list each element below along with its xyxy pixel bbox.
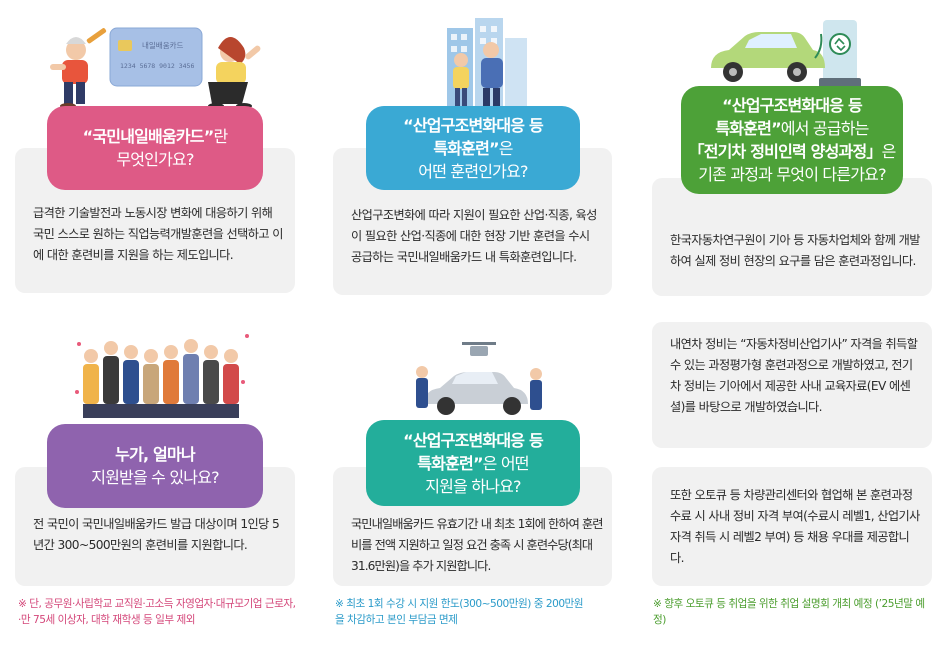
card-people-illustration: 내일배움카드 1234 5678 9012 3456 xyxy=(50,27,261,109)
mechanic-icon xyxy=(416,366,542,410)
answer-text: 전 국민이 국민내일배움카드 발급 대상이며 1인당 5년간 300~500만원… xyxy=(33,517,280,552)
support-note: ※ 최초 1회 수강 시 지원 한도(300~500만원) 중 200만원을 차… xyxy=(335,598,584,626)
detail-text: 내연차 정비는 “자동차정비산업기사” 자격을 취득할 수 있는 과정평가형 훈… xyxy=(670,337,918,414)
ev-car-illustration xyxy=(711,20,861,88)
question-what-is-card: “국민내일배움카드”란 무엇인가요? xyxy=(47,106,263,190)
question-title-line2: 지원받을 수 있나요? xyxy=(91,468,219,487)
mechanics-car-illustration xyxy=(416,342,542,415)
question-title-line3: 지원을 하나요? xyxy=(425,476,521,496)
question-title-bold: 특화훈련” xyxy=(715,119,781,138)
question-title-rest: 은 xyxy=(498,138,514,158)
question-title-rest: 에서 공급하는 xyxy=(780,119,870,138)
question-title-line1: “산업구조변화대응 등 xyxy=(403,115,544,135)
car-icon xyxy=(424,372,528,415)
card-label: 내일배움카드 xyxy=(142,41,183,50)
crowd-illustration xyxy=(75,334,249,418)
worker-woman-icon xyxy=(453,53,469,106)
answer-text: 국민내일배움카드 유효기간 내 최초 1회에 한하여 훈련비를 전액 지원하고 … xyxy=(351,517,603,573)
question-title-rest: 은 어떤 xyxy=(482,453,530,473)
answer-text: 산업구조변화에 따라 지원이 필요한 산업·직종, 육성이 필요한 산업·직종에… xyxy=(351,208,597,264)
question-support: “산업구조변화대응 등 특화훈련”은 어떤 지원을 하나요? xyxy=(366,420,580,506)
battery-tower-icon xyxy=(819,20,861,88)
question-who-how-much: 누가, 얼마나 지원받을 수 있나요? xyxy=(47,424,263,508)
answer-text: 급격한 기술발전과 노동시장 변화에 대응하기 위해 국민 스스로 원하는 직업… xyxy=(33,206,283,262)
question-ev-course: “산업구조변화대응 등 특화훈련”에서 공급하는 「전기차 정비인력 양성과정」… xyxy=(681,86,903,194)
question-title-bold: 누가, 얼마나 xyxy=(115,445,195,464)
worker-man-icon xyxy=(481,42,503,106)
people-group-icon xyxy=(83,339,239,418)
question-special-training: “산업구조변화대응 등 특화훈련”은 어떤 훈련인가요? xyxy=(366,106,580,190)
detail-text: 또한 오토큐 등 차량관리센터와 협업해 본 훈련과정 수료 시 사내 정비 자… xyxy=(670,488,920,565)
answer-card-ev-course: 한국자동차연구원이 기아 등 자동차업체와 함께 개발하여 실제 정비 현장의 … xyxy=(652,178,932,296)
question-course-name: 「전기차 정비인력 양성과정」 xyxy=(688,142,883,161)
detail-card-course-development: 내연차 정비는 “자동차정비산업기사” 자격을 취득할 수 있는 과정평가형 훈… xyxy=(652,322,932,448)
question-title-bold: 특화훈련” xyxy=(433,138,499,158)
question-title-line4: 기존 과정과 무엇이 다른가요? xyxy=(698,165,886,184)
question-title-line3: 어떤 훈련인가요? xyxy=(418,161,528,181)
question-title-bold: “국민내일배움카드” xyxy=(82,127,215,146)
question-title-line2: 무엇인가요? xyxy=(116,150,194,169)
drone-icon xyxy=(462,342,496,356)
detail-card-hiring-benefit: 또한 오토큐 등 차량관리센터와 협업해 본 훈련과정 수료 시 사내 정비 자… xyxy=(652,467,932,586)
question-title-line1: “산업구조변화대응 등 xyxy=(722,96,863,115)
question-title-line1: “산업구조변화대응 등 xyxy=(403,430,544,450)
question-title-rest: 은 xyxy=(881,142,897,161)
question-title-rest: 란 xyxy=(213,127,228,146)
answer-text: 한국자동차연구원이 기아 등 자동차업체와 함께 개발하여 실제 정비 현장의 … xyxy=(670,233,920,268)
city-workers-illustration xyxy=(447,18,527,106)
person-right-icon xyxy=(208,37,261,109)
exception-note: ※ 단, 공무원·사립학교 교직원·고소득 자영업자·대규모기업 근로자, ·만… xyxy=(18,598,296,626)
job-fair-note: ※ 향후 오토큐 등 취업을 위한 취업 설명회 개최 예정 (’25년말 예정… xyxy=(653,598,925,626)
question-title-bold: 특화훈련” xyxy=(417,453,483,473)
person-left-icon xyxy=(50,28,107,109)
electric-car-icon xyxy=(711,32,825,82)
credit-card-icon: 내일배움카드 1234 5678 9012 3456 xyxy=(109,27,203,87)
hearts-icon xyxy=(75,334,249,394)
card-number: 1234 5678 9012 3456 xyxy=(120,62,194,70)
